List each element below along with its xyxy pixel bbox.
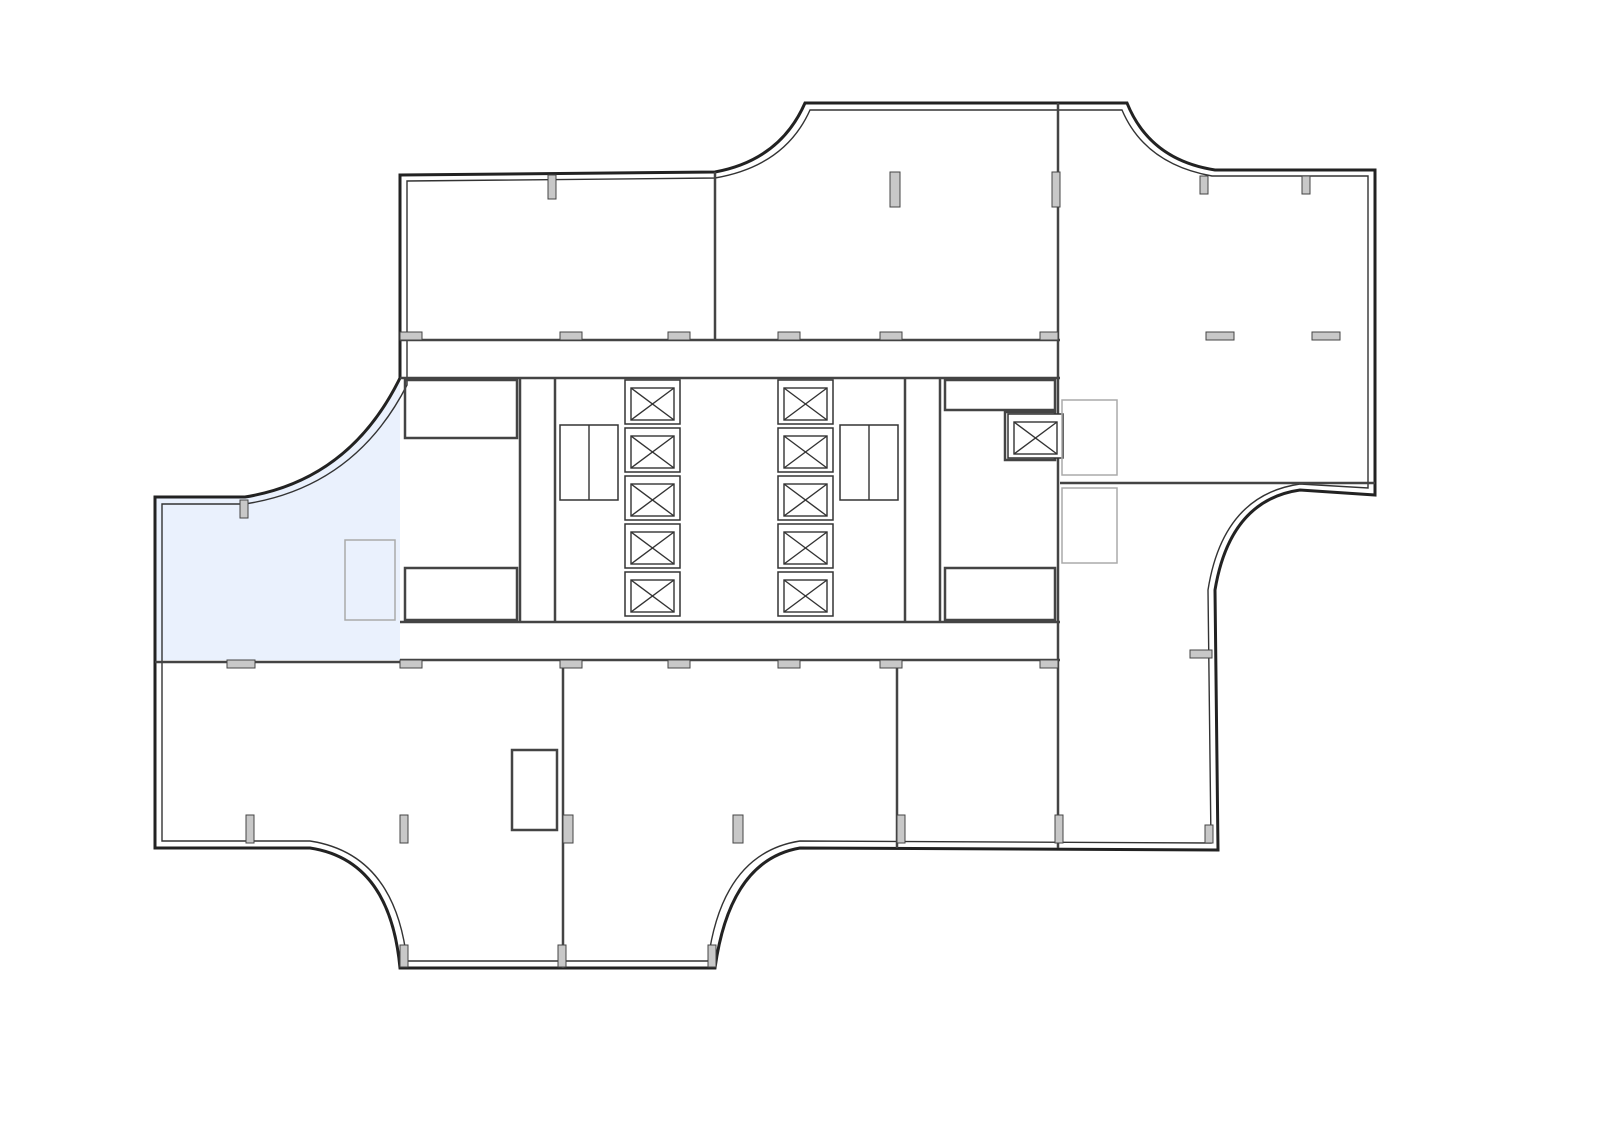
elevator-car	[777, 427, 834, 473]
column	[1311, 331, 1341, 341]
elevator-car	[624, 427, 681, 473]
column	[1039, 659, 1059, 669]
grey-fixtures	[344, 399, 1118, 621]
column	[777, 331, 801, 341]
elevator-car	[777, 523, 834, 569]
elevator-car	[777, 571, 834, 617]
elevator-car	[624, 571, 681, 617]
column	[399, 331, 423, 341]
elevator-car	[1007, 413, 1064, 459]
column	[559, 331, 583, 341]
elevator-car	[777, 379, 834, 425]
highlighted-zone[interactable]	[155, 378, 400, 660]
column	[1204, 824, 1214, 844]
stairs	[559, 424, 899, 501]
column	[226, 659, 256, 669]
column	[399, 944, 409, 968]
exterior-wall	[153, 101, 1377, 970]
column	[239, 499, 249, 519]
elevator-car	[624, 523, 681, 569]
column	[879, 659, 903, 669]
column	[1301, 175, 1311, 195]
stair-west	[559, 424, 619, 501]
elevator-car	[624, 379, 681, 425]
column	[896, 814, 906, 844]
column	[557, 944, 567, 968]
column	[1205, 331, 1235, 341]
column	[559, 659, 583, 669]
column	[732, 814, 744, 844]
column	[399, 659, 423, 669]
elevator-car	[624, 475, 681, 521]
elevator-bank	[624, 379, 1064, 617]
column	[879, 331, 903, 341]
column	[889, 171, 901, 208]
structural-columns	[226, 171, 1341, 968]
column	[245, 814, 255, 844]
elevator-car	[777, 475, 834, 521]
column	[399, 814, 409, 844]
column	[1054, 814, 1064, 844]
column	[1189, 649, 1213, 659]
column	[1039, 331, 1059, 341]
column	[547, 174, 557, 200]
stair-east	[839, 424, 899, 501]
column	[1199, 175, 1209, 195]
column	[667, 331, 691, 341]
column	[707, 944, 717, 968]
column	[667, 659, 691, 669]
column	[777, 659, 801, 669]
column	[1051, 171, 1061, 208]
column	[562, 814, 574, 844]
